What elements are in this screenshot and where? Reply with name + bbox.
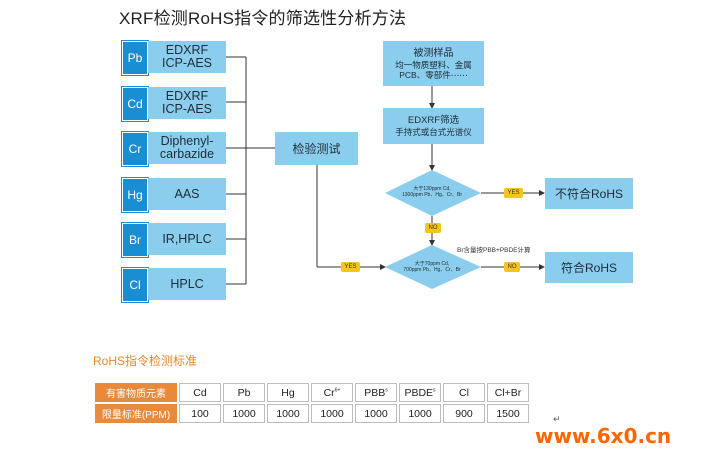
substance-row: 有害物质元素 Cd Pb Hg Cr6+ PBBs PBDEs Cl Cl+Br xyxy=(95,383,529,402)
method-cd-label: EDXRF ICP-AES xyxy=(161,89,212,116)
substance-cd: Cd xyxy=(179,383,221,402)
element-cd: Cd xyxy=(122,87,148,121)
substance-header: 有害物质元素 xyxy=(95,383,177,402)
method-pb-label: EDXRF ICP-AES xyxy=(161,43,212,70)
substance-cl-br-label: Cl+Br xyxy=(494,386,522,399)
substance-pbb-label: PBB xyxy=(364,386,386,399)
limit-pbde: 1000 xyxy=(399,404,441,423)
sample-line3: PCB、零部件⋯⋯ xyxy=(399,69,468,80)
element-pb: Pb xyxy=(122,41,148,75)
substance-cl: Cl xyxy=(443,383,485,402)
method-cr-label: Diphenyl- carbazide xyxy=(159,134,215,161)
diamond2-line2: 700ppm Pb、Hg、Cr、Br xyxy=(403,267,461,273)
method-br: IR,HPLC xyxy=(148,223,226,255)
substance-cl-label: Cl xyxy=(459,386,469,399)
substance-cl-br: Cl+Br xyxy=(487,383,529,402)
paragraph-mark: ↵ xyxy=(553,414,561,424)
no-tag-2: NO xyxy=(504,262,520,272)
method-hg: AAS xyxy=(148,178,226,210)
fail-box: 不符合RoHS xyxy=(545,178,633,209)
limit-cr: 1000 xyxy=(311,404,353,423)
sample-box: 被测样品 均一物质塑料、金属 PCB、零部件⋯⋯ xyxy=(383,41,484,86)
no-tag-1: NO xyxy=(425,223,441,233)
watermark: www.6x0.cn xyxy=(535,424,672,448)
substance-pb: Pb xyxy=(223,383,265,402)
decision-diamond-1 xyxy=(385,170,481,216)
sample-line2: 均一物质塑料、金属 xyxy=(395,59,472,70)
method-br-label: IR,HPLC xyxy=(162,231,212,246)
element-cl: Cl xyxy=(122,268,148,302)
limit-cl: 900 xyxy=(443,404,485,423)
substance-pbde-mark: s xyxy=(433,387,436,393)
standard-title: RoHS指令检测标准 xyxy=(93,354,198,368)
test-box: 检验测试 xyxy=(275,132,358,165)
br-note: Br含量按PBB+PBDE计算 xyxy=(457,247,531,254)
substance-pbb-mark: s xyxy=(385,387,388,393)
limit-header: 限量标准(PPM) xyxy=(95,404,177,423)
diamond2-text: 大于70ppm Cd, 700ppm Pb、Hg、Cr、Br xyxy=(396,261,468,273)
substance-hg: Hg xyxy=(267,383,309,402)
substance-pbde: PBDEs xyxy=(399,383,441,402)
sample-title: 被测样品 xyxy=(413,47,454,59)
method-cr: Diphenyl- carbazide xyxy=(148,132,226,164)
pass-box: 符合RoHS xyxy=(545,252,633,283)
limit-pbb: 1000 xyxy=(355,404,397,423)
diamond1-line2: 1300ppm Pb、Hg、Cr、Br xyxy=(401,192,463,198)
substance-cr: Cr6+ xyxy=(311,383,353,402)
limit-row: 限量标准(PPM) 100 1000 1000 1000 1000 1000 9… xyxy=(95,404,529,423)
diamond2-line1: 大于70ppm Cd, xyxy=(414,261,450,267)
element-br: Br xyxy=(122,223,148,257)
substance-cr-label: Cr xyxy=(323,386,335,399)
screen-title: EDXRF筛选 xyxy=(407,115,460,126)
method-cl: HPLC xyxy=(148,268,226,300)
yes-tag-1: YES xyxy=(504,188,523,198)
substance-hg-label: Hg xyxy=(281,386,295,399)
method-cl-label: HPLC xyxy=(170,276,204,291)
diamond1-line1: 大于130ppm Cd, xyxy=(413,186,451,192)
limit-pb: 1000 xyxy=(223,404,265,423)
limit-cl-br: 1500 xyxy=(487,404,529,423)
screen-box: EDXRF筛选 手持式或台式光谱仪 xyxy=(383,108,484,144)
substance-cr-mark: 6+ xyxy=(334,387,341,393)
screen-line2: 手持式或台式光谱仪 xyxy=(395,127,472,137)
substance-cd-label: Cd xyxy=(193,386,207,399)
element-hg: Hg xyxy=(122,178,148,212)
page-title: XRF检测RoHS指令的筛选性分析方法 xyxy=(119,9,407,28)
substance-pbb: PBBs xyxy=(355,383,397,402)
method-hg-label: AAS xyxy=(174,186,200,201)
method-pb: EDXRF ICP-AES xyxy=(148,41,226,73)
method-cd: EDXRF ICP-AES xyxy=(148,87,226,119)
standard-table: 有害物质元素 Cd Pb Hg Cr6+ PBBs PBDEs Cl Cl+Br… xyxy=(93,381,531,425)
decision-diamond-2 xyxy=(385,245,481,289)
element-cr: Cr xyxy=(122,132,148,166)
limit-cd: 100 xyxy=(179,404,221,423)
limit-hg: 1000 xyxy=(267,404,309,423)
yes-tag-2: YES xyxy=(341,262,360,272)
substance-pb-label: Pb xyxy=(237,386,251,399)
diamond1-text: 大于130ppm Cd, 1300ppm Pb、Hg、Cr、Br xyxy=(396,186,468,198)
substance-pbde-label: PBDE xyxy=(404,386,434,399)
